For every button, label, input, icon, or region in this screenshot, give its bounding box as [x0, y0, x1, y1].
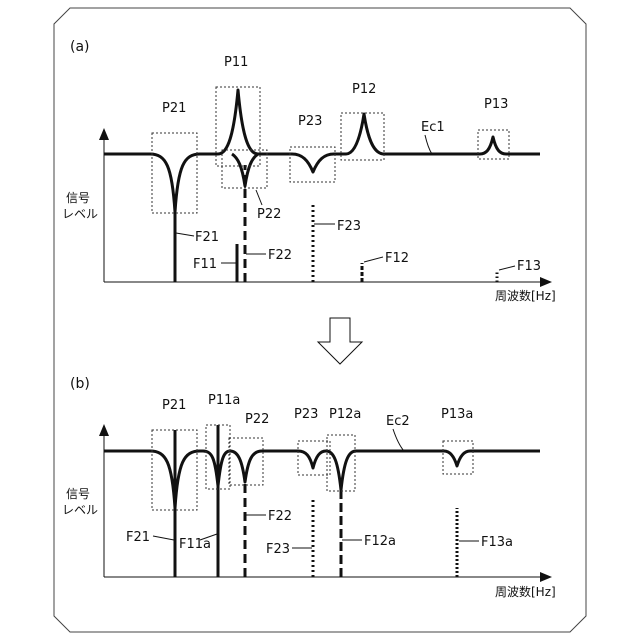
panel-label-b: (b) — [70, 376, 90, 392]
freq-label-f11a: F11a — [179, 537, 211, 552]
peak-box-p13a — [443, 441, 473, 474]
peak-label-p12a: P12a — [329, 407, 361, 422]
freq-label-f12: F12 — [385, 251, 409, 266]
panel-a: (a) 信号 レベル 周波数[Hz] P21 P11 P23 P12 P13 P… — [62, 39, 556, 303]
leader-ec1 — [425, 135, 432, 154]
freq-label-f11: F11 — [193, 257, 217, 272]
peak-label-p21: P21 — [162, 101, 186, 116]
y-axis-label-a-1: 信号 — [66, 191, 90, 205]
leader-f21 — [176, 233, 194, 236]
peak-box-p23 — [290, 147, 335, 182]
freq-label-f12a: F12a — [364, 534, 396, 549]
peak-label-p11: P11 — [224, 55, 248, 70]
leader-f13 — [499, 266, 515, 270]
y-axis-label-b-2: レベル — [62, 503, 98, 517]
y-axis-label-b-1: 信号 — [66, 487, 90, 501]
leader-f12 — [364, 257, 383, 262]
peak-box-p23b — [298, 441, 330, 475]
x-axis-arrow-b — [540, 572, 552, 582]
peak-label-p22b: P22 — [245, 412, 269, 427]
y-axis-arrow-a — [99, 128, 109, 140]
curve-label-ec2: Ec2 — [386, 414, 410, 429]
freq-label-f22: F22 — [268, 248, 292, 263]
x-axis-label-a: 周波数[Hz] — [495, 288, 556, 303]
peak-label-p21b: P21 — [162, 398, 186, 413]
peak-label-p23: P23 — [298, 114, 322, 129]
leader-ec2 — [393, 429, 404, 451]
leader-p22 — [256, 190, 262, 205]
down-arrow-icon — [318, 318, 362, 364]
peak-label-p22: P22 — [257, 207, 281, 222]
freq-label-f22b: F22 — [268, 509, 292, 524]
freq-label-f21b: F21 — [126, 530, 150, 545]
freq-label-f23: F23 — [337, 219, 361, 234]
freq-label-f13: F13 — [517, 259, 541, 274]
peak-label-p11a: P11a — [208, 393, 240, 408]
leader-f21b — [153, 536, 174, 540]
peak-label-p12: P12 — [352, 82, 376, 97]
signal-curve-ec2 — [104, 451, 540, 508]
curve-label-ec1: Ec1 — [421, 120, 445, 135]
panel-b: (b) 信号 レベル 周波数[Hz] P21 P11a P22 P23 P12a… — [62, 376, 556, 599]
peak-label-p23b: P23 — [294, 407, 318, 422]
y-axis-label-a-2: レベル — [62, 207, 98, 221]
y-axis-arrow-b — [99, 424, 109, 436]
freq-label-f13a: F13a — [481, 535, 513, 550]
freq-label-f23b: F23 — [266, 542, 290, 557]
freq-label-f21: F21 — [195, 230, 219, 245]
x-axis-label-b: 周波数[Hz] — [495, 584, 556, 599]
panel-label-a: (a) — [70, 39, 90, 55]
peak-label-p13a: P13a — [441, 407, 473, 422]
x-axis-arrow-a — [540, 277, 552, 287]
peak-label-p13: P13 — [484, 97, 508, 112]
